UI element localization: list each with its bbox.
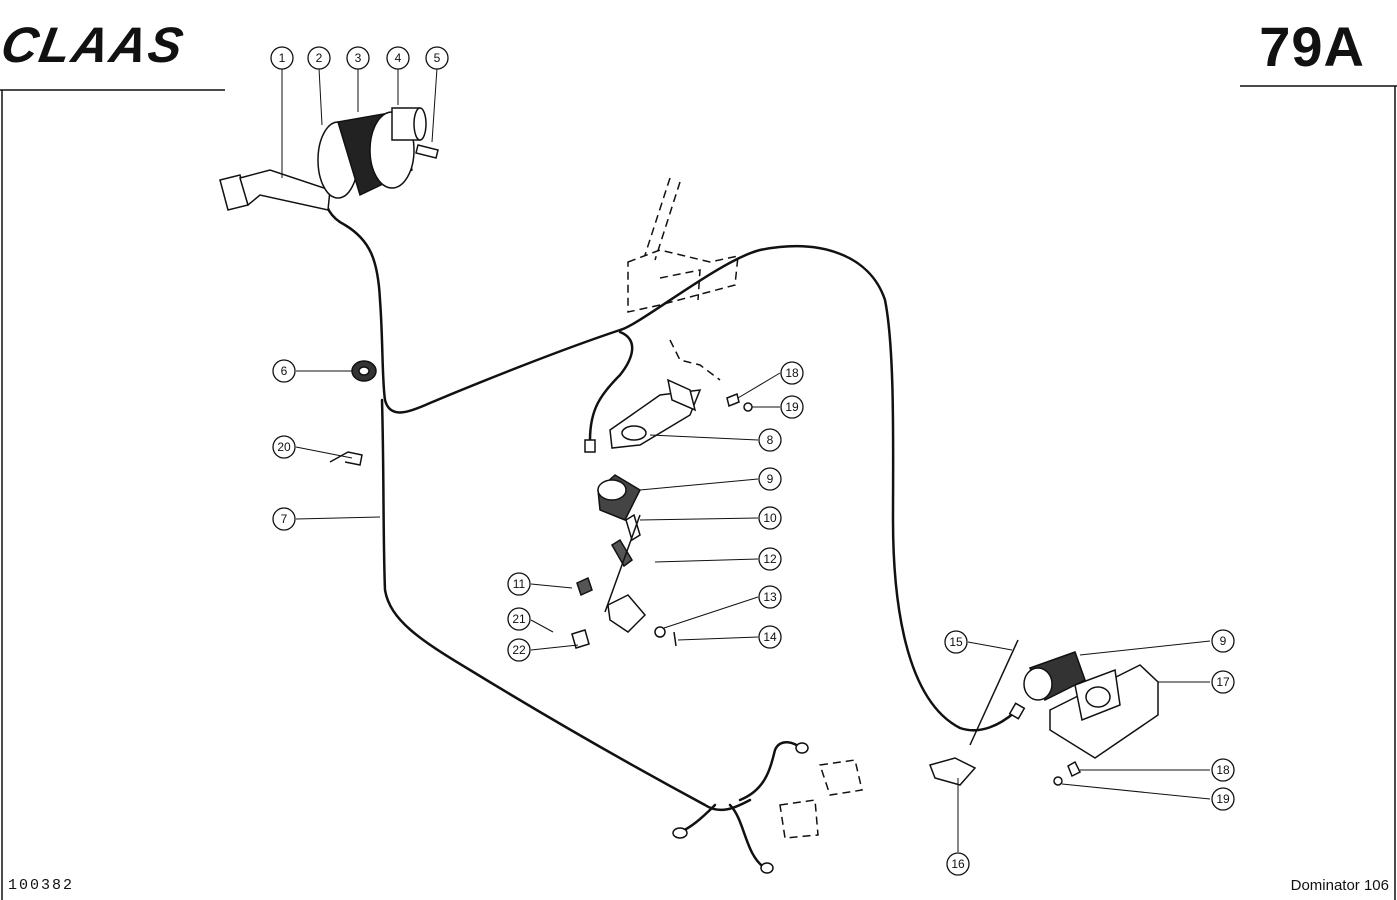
page-number: 79A [1259, 15, 1365, 78]
svg-text:5: 5 [434, 51, 441, 65]
svg-text:4: 4 [395, 51, 402, 65]
callout-20: 20 [272, 435, 296, 459]
drawing-number: 100382 [8, 877, 75, 894]
svg-text:7: 7 [281, 512, 288, 526]
svg-text:12: 12 [763, 552, 777, 566]
callout-18-upper: 18 [780, 361, 804, 385]
svg-text:19: 19 [785, 400, 799, 414]
svg-text:11: 11 [513, 577, 526, 591]
callout-8: 8 [758, 428, 782, 452]
header-frame [0, 85, 1397, 900]
callout-16: 16 [946, 852, 970, 876]
svg-text:1: 1 [279, 51, 286, 65]
callout-leaders [281, 67, 1211, 852]
beacon-lamp [317, 107, 439, 199]
callout-22: 22 [507, 638, 531, 662]
callout-6: 6 [272, 359, 296, 383]
callout-13: 13 [758, 585, 782, 609]
svg-text:8: 8 [767, 433, 774, 447]
lower-right-assembly [929, 639, 1159, 786]
harness-terminals [584, 439, 1026, 874]
callout-2: 2 [307, 46, 331, 70]
svg-text:6: 6 [281, 364, 288, 378]
callout-9-upper: 9 [758, 467, 782, 491]
callout-5: 5 [425, 46, 449, 70]
svg-text:CLAAS: CLAAS [0, 16, 189, 73]
svg-text:10: 10 [763, 511, 777, 525]
callout-1: 1 [270, 46, 294, 70]
cable-tie-part-20 [329, 451, 363, 466]
callout-14: 14 [758, 625, 782, 649]
svg-text:21: 21 [512, 612, 526, 626]
callout-17: 17 [1211, 670, 1235, 694]
callout-18-lower: 18 [1211, 758, 1235, 782]
model-name: Dominator 106 [1290, 877, 1389, 894]
svg-text:9: 9 [1220, 634, 1227, 648]
callout-9-lower: 9 [1211, 629, 1235, 653]
svg-text:16: 16 [951, 857, 965, 871]
svg-text:17: 17 [1216, 675, 1230, 689]
svg-text:3: 3 [355, 51, 362, 65]
callout-7: 7 [272, 507, 296, 531]
callout-3: 3 [346, 46, 370, 70]
svg-text:9: 9 [767, 472, 774, 486]
svg-text:15: 15 [949, 635, 963, 649]
callout-12: 12 [758, 547, 782, 571]
switch-assembly [571, 378, 753, 649]
callout-bubbles: 1 2 3 4 5 6 20 7 11 21 22 18 19 8 9 10 1… [270, 46, 1235, 876]
svg-text:18: 18 [1216, 763, 1230, 777]
phantom-parts [627, 177, 863, 839]
grommet-part-6 [351, 360, 377, 382]
svg-text:2: 2 [316, 51, 323, 65]
callout-21: 21 [507, 607, 531, 631]
bracket-part-1 [219, 169, 331, 211]
svg-text:14: 14 [763, 630, 777, 644]
svg-text:22: 22 [512, 643, 526, 657]
svg-text:19: 19 [1216, 792, 1230, 806]
callout-4: 4 [386, 46, 410, 70]
callout-15: 15 [944, 630, 968, 654]
svg-text:20: 20 [277, 440, 291, 454]
wiring-harness [323, 158, 1017, 870]
svg-text:13: 13 [763, 590, 777, 604]
callout-10: 10 [758, 506, 782, 530]
claas-logo: CLAAS [0, 16, 189, 73]
callout-19-upper: 19 [780, 395, 804, 419]
svg-text:18: 18 [785, 366, 799, 380]
callout-19-lower: 19 [1211, 787, 1235, 811]
callout-11: 11 [507, 572, 531, 596]
